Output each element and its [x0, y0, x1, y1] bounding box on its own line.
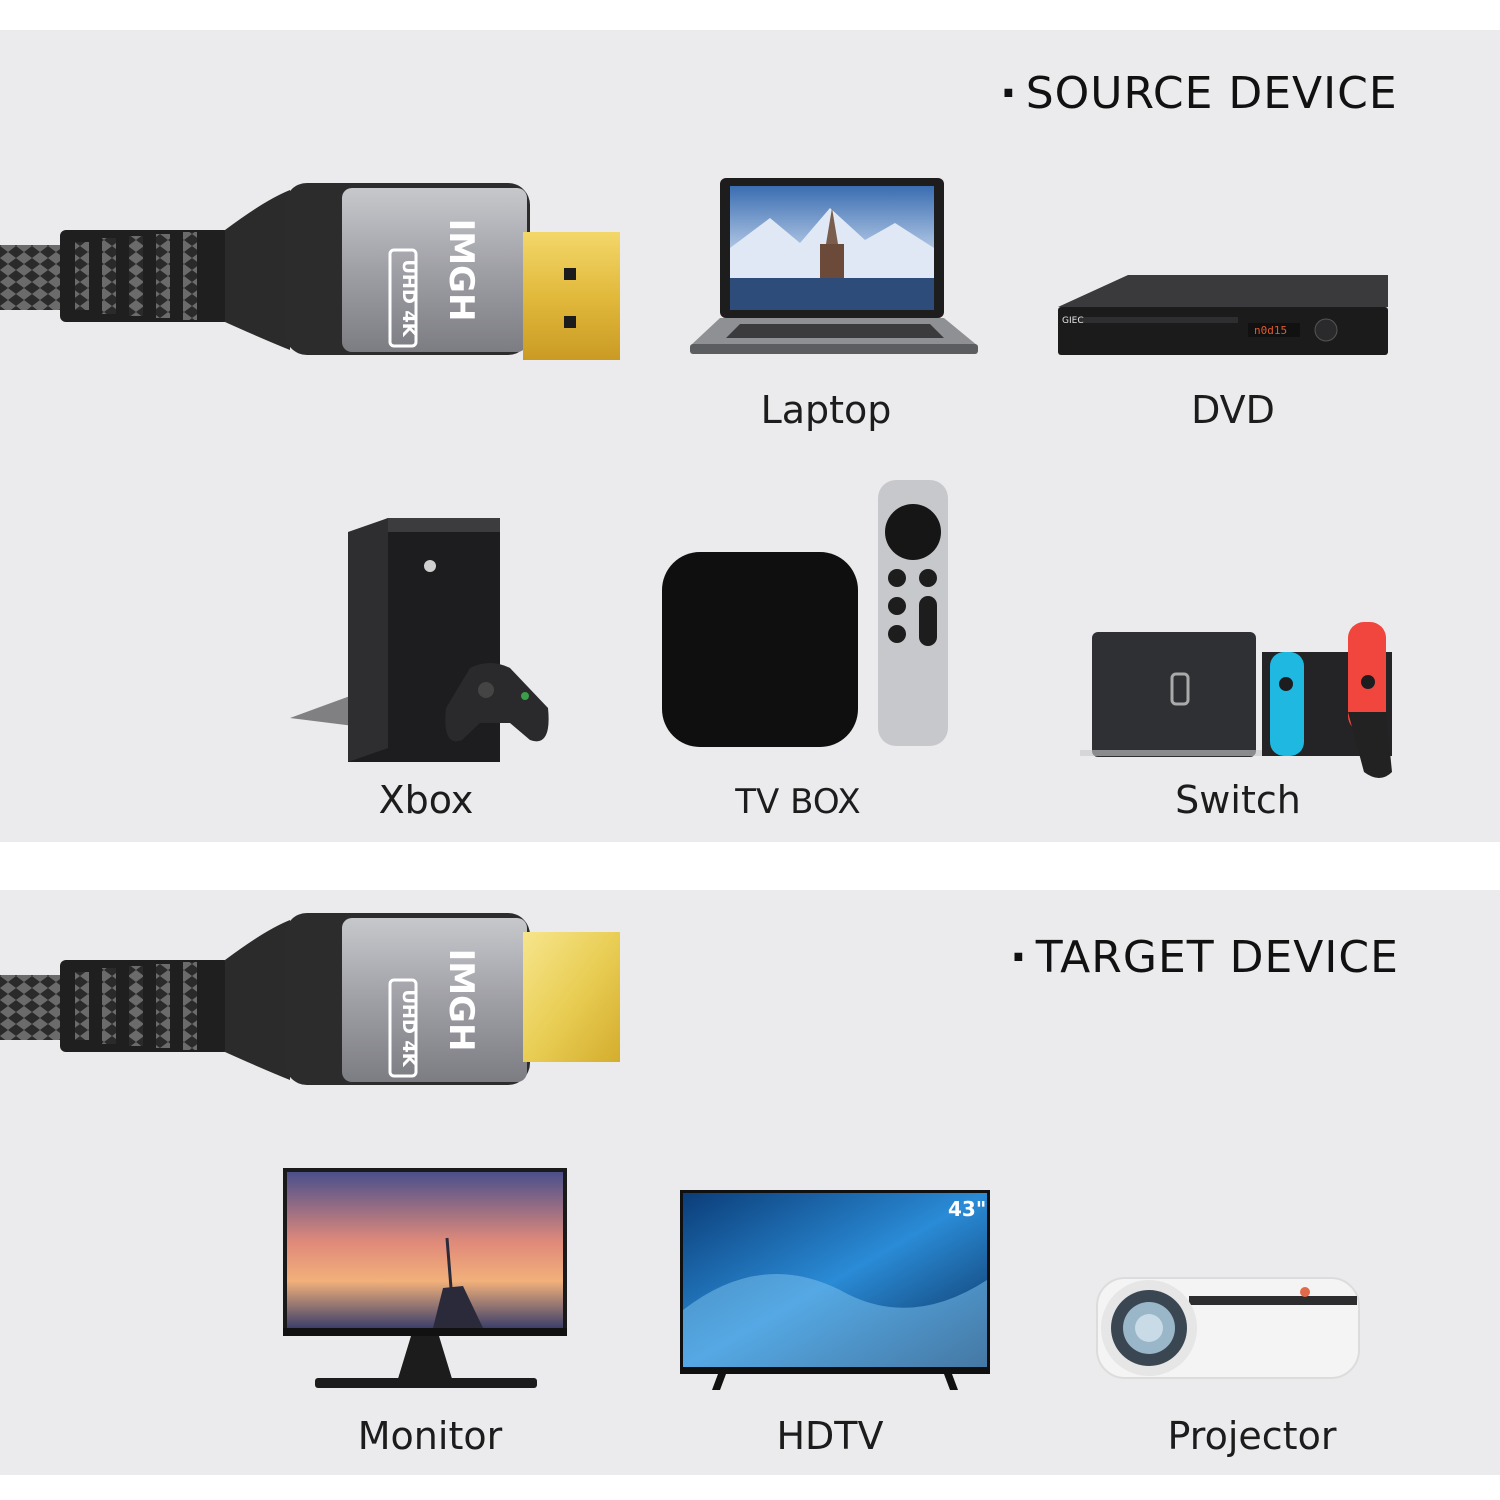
switch-console-icon	[1080, 622, 1400, 792]
tv-box-icon	[662, 480, 952, 748]
cable-uhd-badge: UHD 4K	[398, 989, 419, 1067]
cable-brand-logo: IMGH	[441, 219, 481, 322]
source-device-heading: ·SOURCE DEVICE	[1000, 68, 1398, 119]
dvd-player-icon: GIEC n0d15	[1058, 275, 1392, 357]
screen-size-text: 43"	[948, 1197, 986, 1221]
heading-text: TARGET DEVICE	[1035, 932, 1399, 983]
device-label-projector: Projector	[1167, 1414, 1337, 1458]
target-device-heading: ·TARGET DEVICE	[1010, 932, 1399, 983]
xbox-console-icon	[290, 518, 560, 763]
svg-text:n0d15: n0d15	[1254, 324, 1287, 337]
device-label-monitor: Monitor	[357, 1414, 503, 1458]
device-label-hdtv: HDTV	[776, 1414, 884, 1458]
device-label-tv-box: TV BOX	[735, 782, 861, 822]
device-label-dvd: DVD	[1191, 388, 1275, 432]
source-device-panel: ·SOURCE DEVICE	[0, 30, 1500, 842]
hdtv-icon: 43"	[680, 1190, 992, 1395]
device-label-laptop: Laptop	[760, 388, 892, 432]
device-label-switch: Switch	[1175, 778, 1301, 822]
hdmi-cable-icon: IMGH UHD 4K	[0, 180, 630, 360]
laptop-icon	[690, 178, 980, 360]
cable-brand-logo: IMGH	[441, 949, 481, 1052]
cable-uhd-badge: UHD 4K	[398, 259, 419, 337]
heading-bullet: ·	[1000, 68, 1018, 119]
projector-icon	[1093, 1272, 1365, 1384]
svg-text:GIEC: GIEC	[1062, 316, 1084, 326]
target-device-panel: ·TARGET DEVICE	[0, 890, 1500, 1475]
device-label-xbox: Xbox	[378, 778, 474, 822]
hdmi-cable-icon: IMGH UHD 4K	[0, 910, 630, 1090]
heading-bullet: ·	[1010, 932, 1028, 983]
heading-text: SOURCE DEVICE	[1025, 68, 1398, 119]
monitor-icon	[283, 1168, 569, 1393]
